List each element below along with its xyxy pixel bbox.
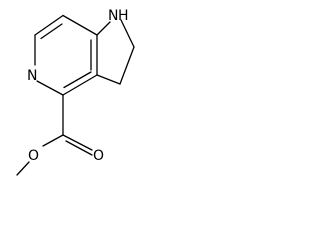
bond-c3a-c4 bbox=[62, 74, 98, 96]
bond-layer bbox=[16, 14, 135, 176]
atom-label-n1: N bbox=[108, 8, 118, 24]
bond-ccarb-o-double-b bbox=[65, 140, 93, 156]
bond-c7a-n1 bbox=[96, 21, 111, 36]
bond-c6-c7 bbox=[34, 14, 64, 36]
bond-ccarb-o-single bbox=[42, 134, 64, 147]
bond-ccarb-o-double-a bbox=[62, 134, 93, 151]
atom-label-o-carbonyl: O bbox=[93, 148, 104, 164]
bond-o-methyl bbox=[16, 161, 30, 176]
bond-n1-c2 bbox=[120, 19, 135, 48]
bond-c4-n5 bbox=[36, 80, 64, 96]
bond-c6-c7-inner bbox=[40, 23, 63, 40]
structure-svg: N H N O O bbox=[16, 8, 135, 176]
bond-c3-c3a bbox=[96, 74, 121, 85]
atom-label-n5: N bbox=[27, 68, 37, 84]
atom-label-o-ester: O bbox=[28, 148, 39, 164]
atom-label-layer: N H N O O bbox=[27, 8, 129, 164]
bond-c3a-c4-inner bbox=[63, 71, 92, 89]
bond-c2-c3 bbox=[119, 46, 135, 85]
bond-c7-c7a bbox=[62, 14, 98, 36]
molecule-diagram: N H N O O bbox=[0, 0, 144, 196]
atom-label-h1: H bbox=[118, 8, 129, 24]
